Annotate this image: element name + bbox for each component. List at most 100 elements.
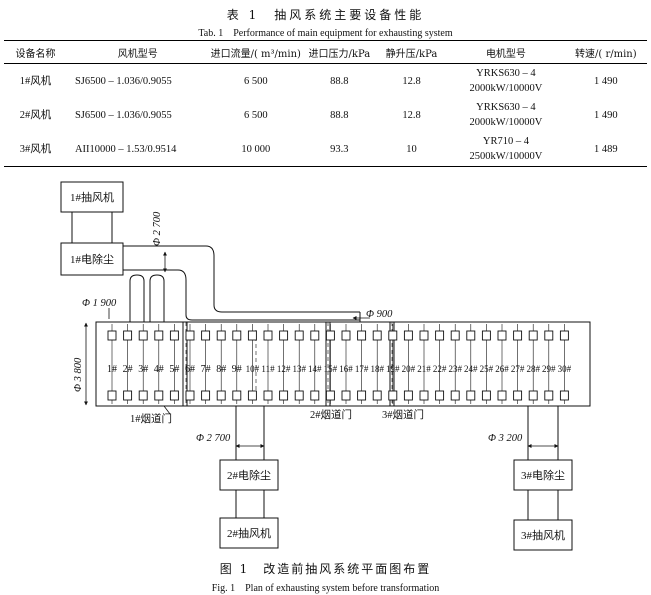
dim-label-2700-bot: Φ 2 700: [196, 433, 231, 444]
table-caption-zh: 表 1 抽风系统主要设备性能: [226, 8, 425, 22]
bellow-bottom-box: [450, 390, 460, 401]
equipment-table: 设备名称 风机型号 进口流量/( m³/min) 进口压力/kPa 静升压/kP…: [4, 40, 647, 167]
cell-motor-model: YRKS630 – 4: [476, 68, 536, 79]
bellow-label: 1#: [107, 364, 117, 375]
duct-esp1-down-b: [149, 274, 165, 322]
cell-speed: 1 489: [594, 143, 618, 155]
cell-rise: 12.8: [402, 75, 421, 87]
cell-pressure: 88.8: [330, 75, 349, 87]
bellow-bottom-box: [325, 390, 335, 401]
cell-motor: YR710 – 4 2500kW/10000V: [447, 132, 564, 167]
bellow-bottom-box: [435, 390, 445, 401]
bellow-bottom-box: [263, 390, 273, 401]
bellow-label: 28#: [526, 364, 540, 374]
bellow-bottom-box: [154, 390, 164, 401]
bellow-bottom-box: [216, 390, 226, 401]
cell-motor-power: 2000kW/10000V: [469, 117, 543, 128]
bellow-top-box: [497, 330, 507, 341]
bellow-bottom-box: [357, 390, 367, 401]
bellow-bottom-box: [123, 390, 133, 401]
col-header-fan-model: 风机型号: [117, 48, 158, 60]
bellow-top-box: [513, 330, 523, 341]
bellow-label: 20#: [402, 364, 416, 374]
bellow-label: 25#: [480, 364, 494, 374]
bellow-label: 26#: [495, 364, 509, 374]
bellow-label: 22#: [433, 364, 447, 374]
bellow-bottom-box: [201, 390, 211, 401]
fan-1-box: [60, 181, 124, 213]
bellow-top-box: [466, 330, 476, 341]
bellow-bottom-box: [403, 390, 413, 401]
cell-speed: 1 490: [594, 109, 618, 121]
bellow-top-box: [169, 330, 179, 341]
fan-1-label: 1#抽风机: [70, 190, 114, 204]
bellow-top-box: [450, 330, 460, 341]
cell-motor-model: YR710 – 4: [482, 136, 529, 147]
bellow-top-box: [279, 330, 289, 341]
bellow-label: 11#: [261, 364, 275, 374]
bellow-top-box: [388, 330, 398, 341]
bellow-label: 27#: [511, 364, 525, 374]
bellow-top-box: [216, 330, 226, 341]
dim-label-1900: Φ 1 900: [82, 298, 117, 309]
bellow-bottom-box: [372, 390, 382, 401]
cell-motor-power: 2000kW/10000V: [469, 83, 543, 94]
cell-motor-power: 2500kW/10000V: [469, 151, 543, 162]
bellow-top-box: [419, 330, 429, 341]
cell-fan-model: AII10000 – 1.53/0.9514: [74, 143, 177, 155]
fan-2-box: [219, 517, 279, 549]
bellow-bottom-box: [232, 390, 242, 401]
dim-label-3800: Φ 3 800: [73, 357, 84, 392]
esp-3-label: 3#电除尘: [521, 468, 565, 482]
bellow-top-box: [232, 330, 242, 341]
bellow-label: 4#: [154, 364, 164, 375]
door-1-leader: [163, 405, 171, 415]
bellow-top-box: [325, 330, 335, 341]
dim-label-3200: Φ 3 200: [488, 433, 523, 444]
table-row: 1#风机 SJ6500 – 1.036/0.9055 6 500 88.8 12…: [4, 64, 647, 99]
table-caption-en: Tab. 1 Performance of main equipment for…: [198, 28, 453, 39]
cell-flow: 6 500: [243, 75, 268, 87]
bellow-top-box: [201, 330, 211, 341]
esp-1-box: [60, 242, 124, 276]
esp-3-box: [513, 459, 573, 491]
bellow-top-box: [154, 330, 164, 341]
bellow-bottom-box: [107, 390, 117, 401]
col-header-flow: 进口流量/( m³/min): [210, 48, 301, 60]
door-3-label: 3#烟道门: [382, 408, 424, 421]
bellow-bottom-box: [341, 390, 351, 401]
cell-rise: 10: [406, 143, 417, 155]
bellow-label: 7#: [201, 364, 211, 375]
bellow-bottom-box: [185, 390, 195, 401]
bellow-bottom-box: [528, 390, 538, 401]
cell-flow: 10 000: [241, 143, 271, 155]
bellow-label: 16#: [339, 364, 353, 374]
bellow-bottom-box: [419, 390, 429, 401]
bellow-label: 21#: [417, 364, 431, 374]
bellow-top-box: [247, 330, 257, 341]
esp-2-label: 2#电除尘: [227, 468, 271, 482]
main-flue-outline: [95, 321, 591, 407]
bellow-label: 15#: [324, 364, 338, 374]
bellow-top-box: [263, 330, 273, 341]
bellow-top-box: [294, 330, 304, 341]
bellow-bottom-box: [481, 390, 491, 401]
dim-label-2700-top: Φ 2 700: [152, 211, 163, 246]
bellow-label: 19#: [386, 364, 400, 374]
bellow-label: 29#: [542, 364, 556, 374]
bellow-top-box: [481, 330, 491, 341]
table-header-row: 设备名称 风机型号 进口流量/( m³/min) 进口压力/kPa 静升压/kP…: [4, 40, 647, 64]
bellow-label: 3#: [138, 364, 148, 375]
bellow-top-box: [372, 330, 382, 341]
cell-name: 2#风机: [19, 109, 52, 121]
bellow-bottom-box: [247, 390, 257, 401]
fan-2-label: 2#抽风机: [227, 526, 271, 540]
col-header-rise: 静升压/kPa: [385, 48, 438, 60]
bellow-top-box: [310, 330, 320, 341]
figure-caption-zh: 图 1 改造前抽风系统平面图布置: [219, 562, 432, 576]
cell-pressure: 88.8: [330, 109, 349, 121]
bellow-top-box: [357, 330, 367, 341]
bellow-bottom-box: [497, 390, 507, 401]
bellow-label: 6#: [185, 364, 195, 375]
